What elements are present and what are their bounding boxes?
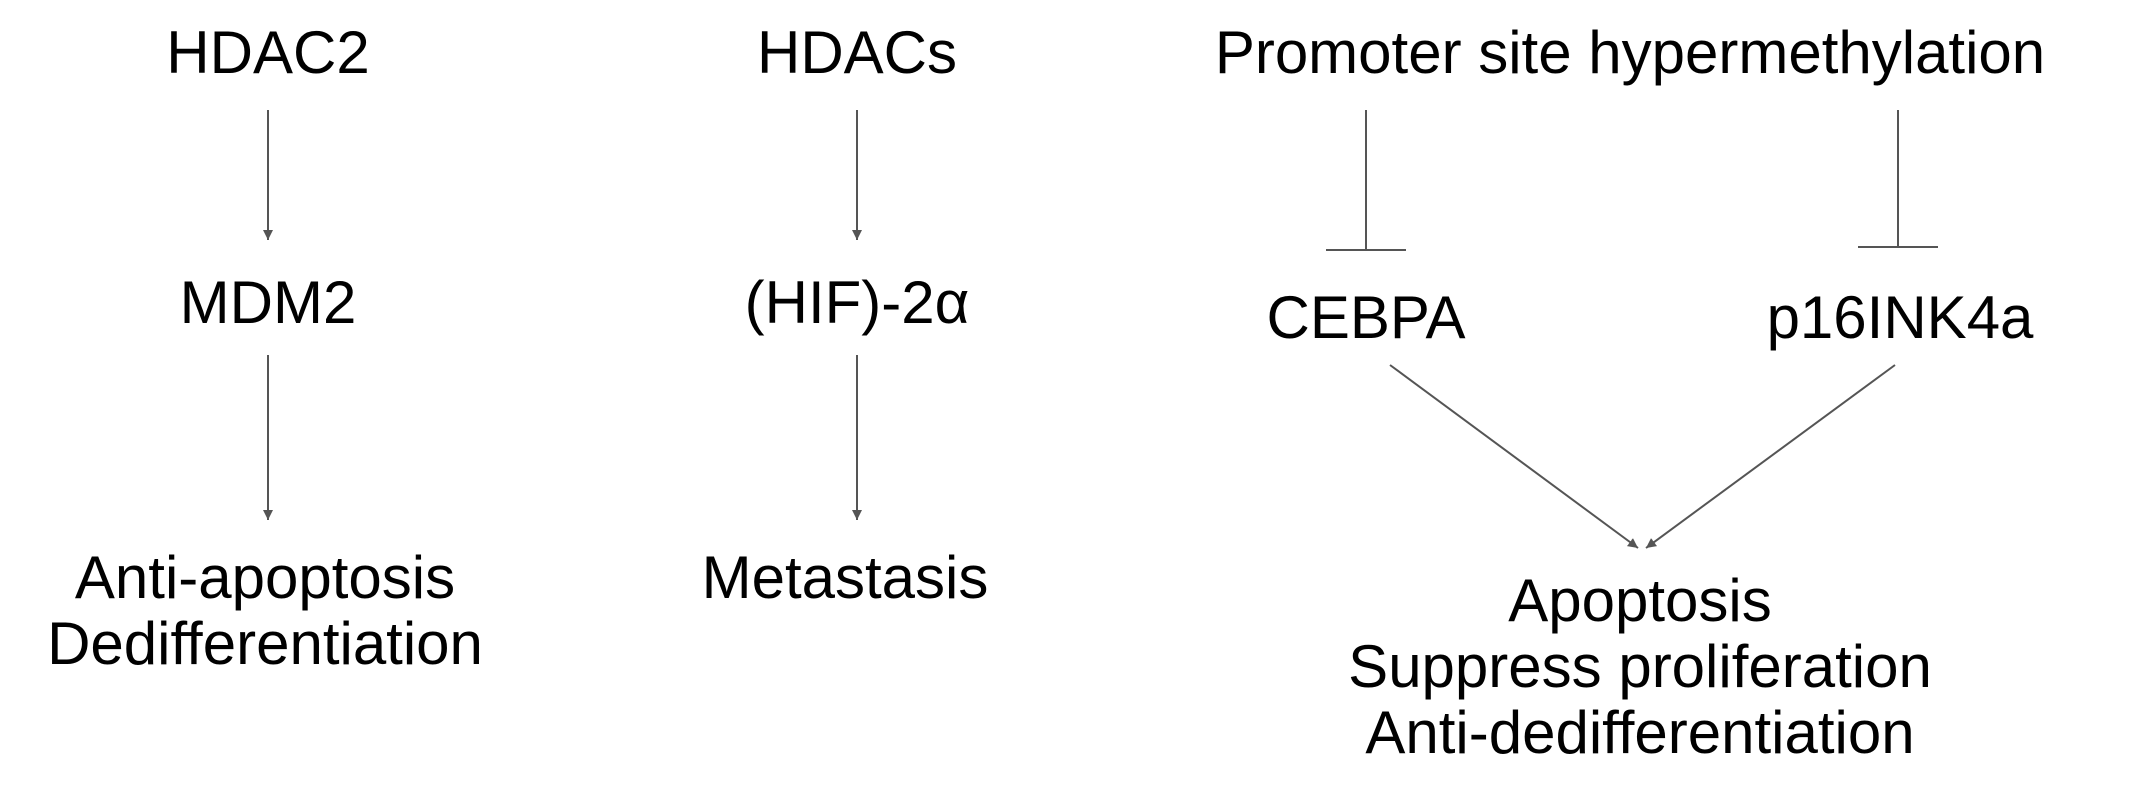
outcome-anti-apoptosis: Anti-apoptosis [74, 544, 456, 611]
node-metastasis: Metastasis [701, 544, 989, 611]
outcome-apoptosis: Apoptosis [1508, 567, 1772, 634]
outcome-suppress-proliferation: Suppress proliferation [1348, 633, 1932, 700]
node-hif2a: (HIF)-2α [744, 269, 970, 336]
edge-p16ink4a-to-apoptosis [1645, 364, 1896, 549]
node-col3-outcomes: Apoptosis Suppress proliferation Anti-de… [1348, 568, 1932, 766]
node-cebpa: CEBPA [1266, 284, 1466, 351]
outcome-dedifferentiation: Dedifferentiation [47, 610, 483, 677]
node-mdm2: MDM2 [179, 269, 357, 336]
edge-cebpa-to-apoptosis [1389, 364, 1639, 549]
node-p16ink4a: p16INK4a [1766, 284, 2034, 351]
node-promoter-hypermethylation: Promoter site hypermethylation [1214, 19, 2046, 86]
node-hdac2: HDAC2 [166, 19, 370, 86]
outcome-anti-dedifferentiation: Anti-dedifferentiation [1365, 699, 1915, 766]
node-hdacs: HDACs [756, 19, 958, 86]
node-col1-outcomes: Anti-apoptosis Dedifferentiation [47, 545, 483, 677]
